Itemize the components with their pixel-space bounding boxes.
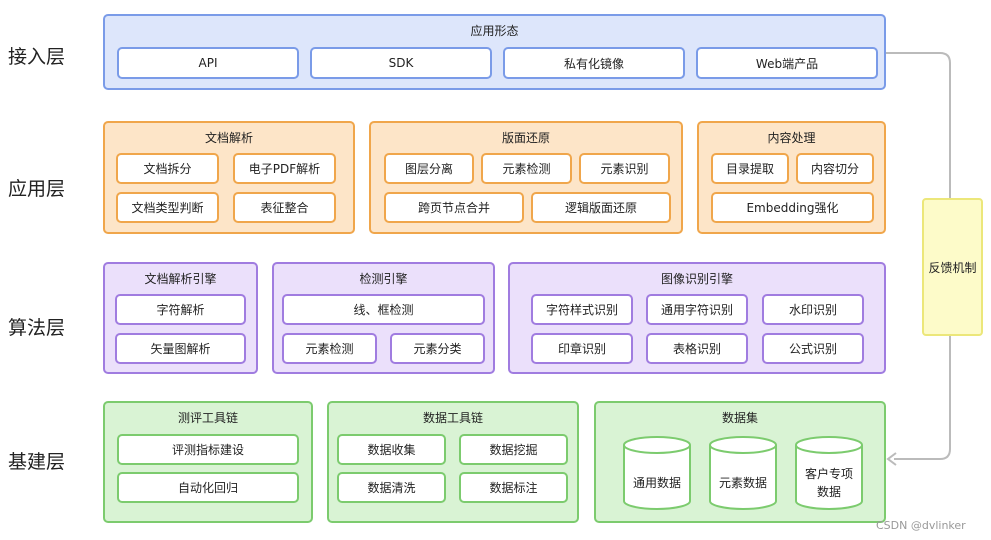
app-panel-doc-parse: 文档解析 文档拆分 电子PDF解析 文档类型判断 表征整合 <box>103 121 355 234</box>
app-item: 电子PDF解析 <box>233 153 336 184</box>
dataset-item: 通用数据 <box>632 476 681 490</box>
app-item: 文档类型判断 <box>116 192 219 223</box>
infra-item: 数据挖掘 <box>459 434 568 465</box>
app-item: Embedding强化 <box>711 192 874 223</box>
infra-item: 数据清洗 <box>337 472 446 503</box>
app-item: 跨页节点合并 <box>384 192 524 223</box>
app-panel-layout-restore: 版面还原 图层分离 元素检测 元素识别 跨页节点合并 逻辑版面还原 <box>369 121 683 234</box>
algo-item: 字符样式识别 <box>531 294 633 325</box>
access-item-api: API <box>117 47 299 79</box>
app-panel-content-process-title: 内容处理 <box>767 131 816 145</box>
cylinder-icon <box>709 436 777 510</box>
cylinder-icon <box>795 436 863 510</box>
dataset-item: 元素数据 <box>718 476 767 490</box>
access-panel: 应用形态 API SDK 私有化镜像 Web端产品 <box>103 14 886 90</box>
dataset-item: 客户专项数据 <box>805 467 854 499</box>
infra-panel-dataset-title: 数据集 <box>721 411 758 425</box>
algo-panel-detect-engine-title: 检测引擎 <box>359 272 408 286</box>
layer-label-access: 接入层 <box>8 46 66 68</box>
algo-panel-image-engine-title: 图像识别引擎 <box>660 272 733 286</box>
infra-item: 数据收集 <box>337 434 446 465</box>
access-item-sdk: SDK <box>310 47 492 79</box>
access-panel-title: 应用形态 <box>470 24 519 38</box>
feedback-box: 反馈机制 <box>922 198 983 336</box>
algo-item: 字符解析 <box>115 294 246 325</box>
algo-item: 公式识别 <box>762 333 864 364</box>
algo-panel-image-engine: 图像识别引擎 字符样式识别 通用字符识别 水印识别 印章识别 表格识别 公式识别 <box>508 262 886 374</box>
infra-panel-eval-chain-title: 测评工具链 <box>177 411 238 425</box>
algo-item: 通用字符识别 <box>646 294 748 325</box>
cylinder-icon <box>623 436 691 510</box>
infra-panel-data-chain-title: 数据工具链 <box>422 411 483 425</box>
algo-item: 水印识别 <box>762 294 864 325</box>
infra-panel-dataset: 数据集 通用数据 元素数据 客户专项数据 <box>594 401 886 523</box>
watermark: CSDN @dvlinker <box>876 519 966 532</box>
algo-item: 表格识别 <box>646 333 748 364</box>
arrow-head-icon <box>886 452 897 466</box>
algo-item: 线、框检测 <box>282 294 485 325</box>
app-item: 元素识别 <box>579 153 670 184</box>
layer-label-application: 应用层 <box>8 178 66 200</box>
algo-item: 元素检测 <box>282 333 377 364</box>
app-panel-doc-parse-title: 文档解析 <box>204 131 253 145</box>
algo-item: 矢量图解析 <box>115 333 246 364</box>
infra-panel-data-chain: 数据工具链 数据收集 数据挖掘 数据清洗 数据标注 <box>327 401 579 523</box>
algo-panel-doc-engine-title: 文档解析引擎 <box>144 272 217 286</box>
app-item: 图层分离 <box>384 153 474 184</box>
access-item-private-image: 私有化镜像 <box>503 47 685 79</box>
algo-panel-doc-engine: 文档解析引擎 字符解析 矢量图解析 <box>103 262 258 374</box>
app-panel-layout-restore-title: 版面还原 <box>501 131 550 145</box>
access-item-web-product: Web端产品 <box>696 47 878 79</box>
dataset-cylinders <box>623 436 863 510</box>
algo-panel-detect-engine: 检测引擎 线、框检测 元素检测 元素分类 <box>272 262 495 374</box>
infra-item: 数据标注 <box>459 472 568 503</box>
infra-item: 评测指标建设 <box>117 434 299 465</box>
app-panel-content-process: 内容处理 目录提取 内容切分 Embedding强化 <box>697 121 886 234</box>
app-item: 元素检测 <box>481 153 572 184</box>
app-item: 文档拆分 <box>116 153 219 184</box>
layer-label-infrastructure: 基建层 <box>8 451 66 473</box>
algo-item: 印章识别 <box>531 333 633 364</box>
app-item: 目录提取 <box>711 153 789 184</box>
layer-label-algorithm: 算法层 <box>8 317 66 339</box>
app-item: 表征整合 <box>233 192 336 223</box>
infra-item: 自动化回归 <box>117 472 299 503</box>
app-item: 内容切分 <box>796 153 874 184</box>
infra-panel-eval-chain: 测评工具链 评测指标建设 自动化回归 <box>103 401 313 523</box>
app-item: 逻辑版面还原 <box>531 192 671 223</box>
algo-item: 元素分类 <box>390 333 485 364</box>
